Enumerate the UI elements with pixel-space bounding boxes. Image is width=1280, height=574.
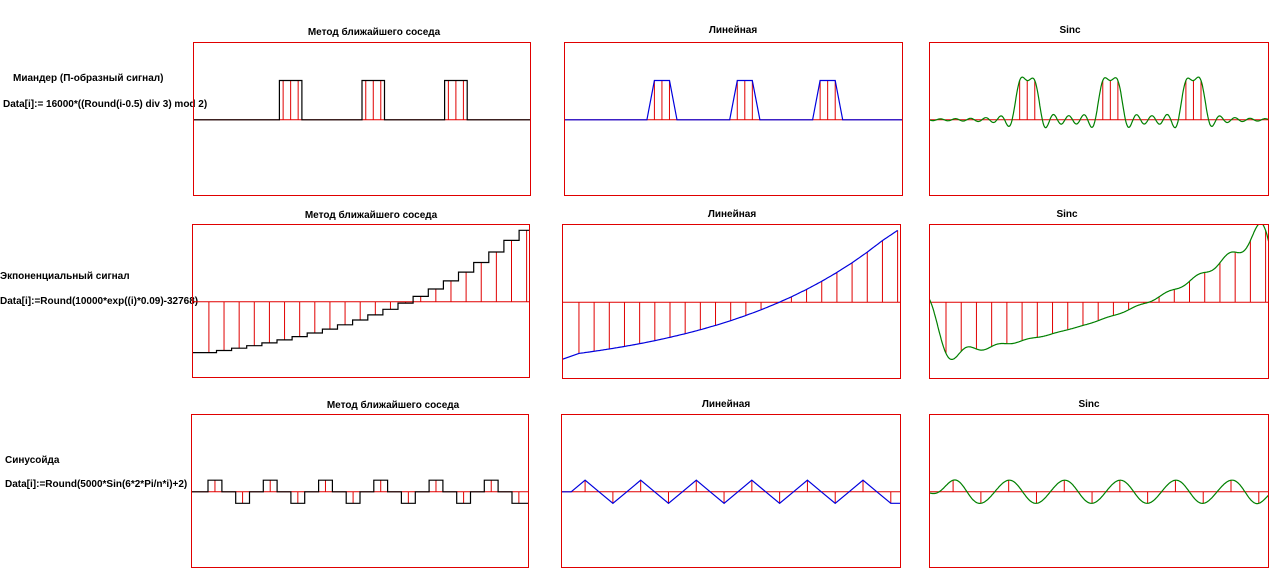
panel-title-0: Метод ближайшего соседа [307,27,441,38]
row-formula-sine: Data[i]:=Round(5000*Sin(6*2*Pi/n*i)+2) [5,479,188,490]
plot-square-nearest [193,42,531,196]
plot-square-linear [564,42,903,196]
plot-sine-nearest [191,414,529,568]
plot-frame [929,414,1269,568]
plot-exp-linear [562,224,901,379]
row-label-square: Миандер (П-образный сигнал) [13,73,164,84]
plot-exp-nearest [192,224,530,378]
plot-frame [193,42,531,196]
interpolated-curve [929,76,1269,129]
row-label-sine: Синусойда [5,455,60,466]
panel-title-8: Sinc [1078,399,1100,410]
interpolated-curve [192,229,530,357]
plot-sine-linear [561,414,901,568]
panel-title-4: Линейная [707,209,757,220]
plot-frame [191,414,529,568]
interpolated-curve [562,229,898,360]
plot-frame [562,224,901,379]
interpolated-curve [191,479,529,504]
plot-frame [192,224,530,378]
interpolated-curve [561,479,901,505]
row-formula-square: Data[i]:= 16000*((Round(i-0.5) div 3) mo… [3,99,208,110]
interpolated-curve [564,79,903,121]
row-label-exp: Экпоненциальный сигнал [0,271,130,282]
panel-title-3: Метод ближайшего соседа [304,210,438,221]
plot-exp-sinc [929,224,1269,379]
plot-frame [929,224,1269,379]
plot-sine-sinc [929,414,1269,568]
interpolated-curve [193,79,531,121]
plot-square-sinc [929,42,1269,196]
interpolated-curve [929,479,1269,505]
panel-title-6: Метод ближайшего соседа [326,400,460,411]
interpolated-curve [929,224,1269,360]
plot-frame [561,414,901,568]
row-formula-exp: Data[i]:=Round(10000*exp((i)*0.09)-32768… [0,296,199,307]
plot-frame [929,42,1269,196]
plot-frame [564,42,903,196]
panel-title-1: Линейная [708,25,758,36]
panel-title-7: Линейная [701,399,751,410]
panel-title-5: Sinc [1056,209,1078,220]
panel-title-2: Sinc [1059,25,1081,36]
